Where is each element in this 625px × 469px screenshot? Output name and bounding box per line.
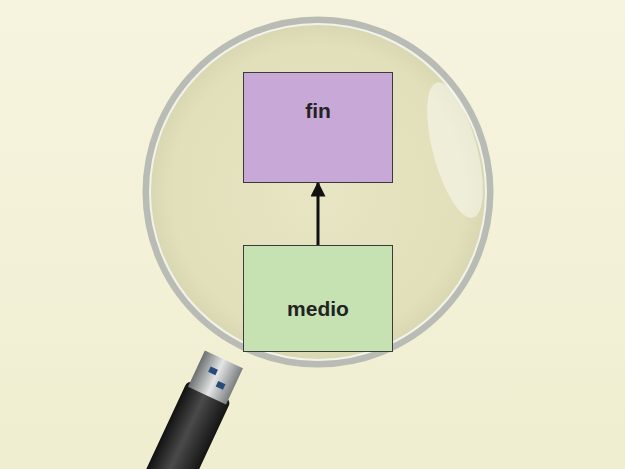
handle-collar [188, 350, 243, 404]
collar-detail [216, 381, 226, 390]
lens-rim-highlight [150, 24, 486, 360]
collar-detail [208, 366, 218, 375]
lens-rim [146, 20, 490, 364]
lens-glare [416, 77, 495, 224]
lens-glass [146, 20, 490, 364]
box-label: fin [305, 99, 331, 123]
magnifier-handle [133, 349, 246, 469]
flow-arrow [317, 183, 320, 245]
process-box: fin [243, 72, 393, 183]
process-box: medio [243, 245, 393, 352]
box-label: medio [287, 297, 349, 321]
